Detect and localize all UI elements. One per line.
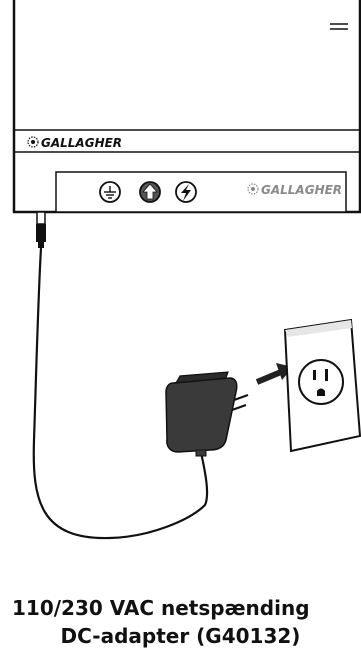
fence-terminal-icon xyxy=(140,182,160,202)
ground-terminal-icon xyxy=(100,182,120,202)
dc-plug xyxy=(36,212,46,248)
connection-diagram: GALLAGHER GALLAGHER xyxy=(0,0,361,560)
brand-logo-lower: GALLAGHER xyxy=(248,183,342,197)
caption-line-1: 110/230 VAC netspænding xyxy=(12,596,361,620)
brand-name-upper: GALLAGHER xyxy=(41,136,122,150)
caption-line-2: DC-adapter (G40132) xyxy=(0,624,361,648)
power-adapter xyxy=(166,372,248,456)
wall-outlet xyxy=(285,320,360,451)
energizer-unit: GALLAGHER GALLAGHER xyxy=(14,0,360,212)
brand-logo-upper: GALLAGHER xyxy=(28,136,122,150)
brand-name-lower: GALLAGHER xyxy=(261,183,342,197)
adapter-body xyxy=(166,378,237,452)
outlet-socket xyxy=(299,360,343,404)
power-lightning-icon xyxy=(176,182,196,202)
